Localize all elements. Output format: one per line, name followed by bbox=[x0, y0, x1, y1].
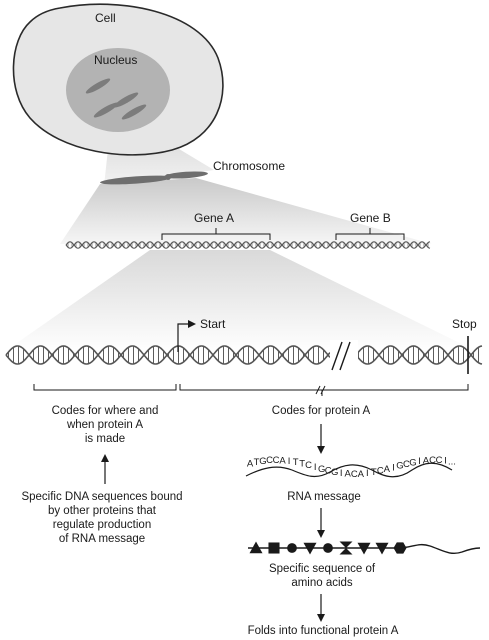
nucleus-chromosomes bbox=[85, 78, 147, 120]
rna-base: A bbox=[423, 455, 430, 466]
nucleus-chromosome-2 bbox=[113, 92, 139, 108]
rna-message-label: RNA message bbox=[287, 491, 361, 503]
bracket-break-mark bbox=[315, 385, 326, 395]
amino-line-2: amino acids bbox=[291, 577, 353, 589]
gene-a-label: Gene A bbox=[194, 211, 234, 225]
bound-line-2: by other proteins that bbox=[48, 505, 157, 517]
dna-backbone bbox=[65, 241, 431, 249]
rna-base: I bbox=[392, 462, 395, 473]
amino-acid-triangle bbox=[249, 541, 263, 554]
bound-line-4: of RNA message bbox=[59, 533, 145, 545]
chromosome bbox=[100, 171, 208, 185]
rna-base: C bbox=[436, 455, 443, 466]
bound-proteins-description: Specific DNA sequences bound by other pr… bbox=[21, 491, 182, 545]
rna-base: I bbox=[340, 468, 343, 479]
bound-line-3: regulate production bbox=[53, 519, 151, 531]
chromosome-label: Chromosome bbox=[213, 159, 285, 173]
dna-break-mark bbox=[330, 340, 358, 371]
rna-base: T bbox=[371, 467, 377, 478]
nucleus bbox=[66, 48, 170, 132]
nucleus-chromosome-3 bbox=[93, 102, 119, 118]
gene-b-label: Gene B bbox=[350, 211, 391, 225]
amino-acid-circle bbox=[323, 543, 333, 553]
regulatory-line-2: when protein A bbox=[66, 419, 143, 431]
regulatory-line-1: Codes for where and bbox=[52, 405, 159, 417]
rna-base: I bbox=[418, 456, 421, 467]
dna-strand-chromosome-section bbox=[65, 241, 431, 249]
rna-base: C bbox=[273, 455, 280, 466]
amino-acid-chain bbox=[249, 541, 407, 555]
nucleus-label: Nucleus bbox=[94, 53, 137, 67]
amino-acid-chain-line bbox=[248, 543, 481, 555]
coding-bracket bbox=[179, 384, 469, 396]
regulatory-description: Codes for where and when protein A is ma… bbox=[52, 405, 159, 445]
dna-strand-gene-end bbox=[355, 345, 483, 365]
chromosome-arm-left bbox=[100, 175, 172, 185]
dna-backbone bbox=[355, 345, 483, 365]
rna-base: T bbox=[254, 457, 260, 468]
amino-acid-triangle-down bbox=[375, 542, 389, 555]
dna-backbone bbox=[355, 345, 483, 365]
stop-label: Stop bbox=[452, 317, 477, 331]
rna-base: C bbox=[403, 459, 410, 470]
rna-base: C bbox=[305, 460, 312, 471]
nucleus-chromosome-4 bbox=[121, 104, 147, 120]
rna-base: C bbox=[377, 466, 384, 477]
rna-base: I bbox=[288, 456, 291, 467]
amino-line-1: Specific sequence of bbox=[269, 563, 376, 575]
rna-base: ... bbox=[448, 457, 456, 468]
amino-acid-triangle-down bbox=[357, 542, 371, 555]
rna-base: C bbox=[429, 455, 436, 466]
rna-base: A bbox=[279, 455, 286, 466]
gene-b-bracket bbox=[335, 228, 405, 240]
amino-acid-hourglass bbox=[339, 541, 353, 555]
folds-label: Folds into functional protein A bbox=[248, 625, 399, 637]
dna-backbone bbox=[5, 345, 331, 365]
bound-line-1: Specific DNA sequences bound bbox=[21, 491, 182, 503]
start-marker bbox=[177, 320, 196, 352]
cell-label: Cell bbox=[95, 11, 116, 25]
rna-base: I bbox=[444, 456, 447, 467]
rna-base: C bbox=[325, 466, 332, 477]
rna-base: A bbox=[358, 469, 365, 480]
rna-base: G bbox=[259, 456, 266, 467]
rna-base: A bbox=[345, 469, 352, 480]
chromosome-centromere bbox=[165, 174, 171, 180]
rna-strand bbox=[245, 462, 453, 478]
chromosome-arm-right bbox=[164, 171, 208, 179]
nucleus-chromosome-1 bbox=[85, 78, 111, 94]
rna-base: T bbox=[293, 457, 299, 468]
regulatory-line-3: is made bbox=[85, 433, 125, 445]
rna-base: I bbox=[314, 462, 317, 473]
rna-base: C bbox=[266, 455, 273, 466]
rna-base: I bbox=[366, 468, 369, 479]
rna-base: G bbox=[318, 464, 325, 475]
rna-base: T bbox=[299, 459, 305, 470]
amino-acid-circle bbox=[287, 543, 297, 553]
rna-base: G bbox=[409, 457, 416, 468]
start-label: Start bbox=[200, 317, 226, 331]
amino-description: Specific sequence of amino acids bbox=[269, 563, 376, 589]
dna-strand-regulatory-and-gene bbox=[5, 345, 331, 365]
rna-base: A bbox=[384, 464, 391, 475]
dna-backbone bbox=[65, 241, 431, 249]
rna-base: A bbox=[247, 458, 254, 469]
codes-protein-label: Codes for protein A bbox=[272, 405, 371, 417]
zoom-cone-gene-to-detail bbox=[4, 250, 478, 352]
amino-acid-hexagon bbox=[393, 542, 407, 554]
regulatory-bracket bbox=[33, 384, 177, 391]
rna-base: C bbox=[351, 469, 358, 480]
amino-acid-triangle-down bbox=[303, 542, 317, 555]
zoom-cone-chromosome-to-dna bbox=[60, 178, 432, 244]
rna-base: G bbox=[396, 461, 403, 472]
amino-acid-square bbox=[268, 542, 280, 554]
gene-a-bracket bbox=[161, 228, 271, 240]
dna-backbone bbox=[5, 345, 331, 365]
rna-base: G bbox=[331, 467, 338, 478]
